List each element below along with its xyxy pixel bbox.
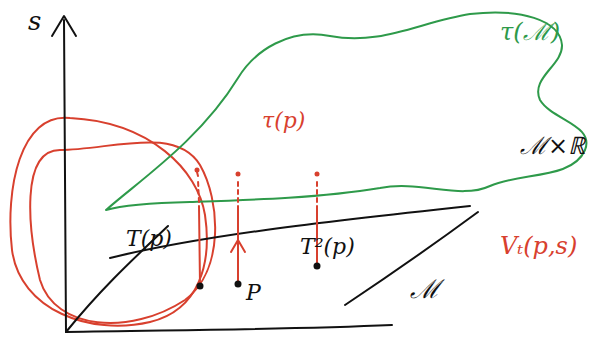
s-axis: [64, 20, 66, 332]
axis-label: s: [28, 8, 41, 34]
section-surface: [106, 12, 586, 210]
fibre-arrow: [231, 240, 245, 252]
fibre-line: [316, 178, 318, 202]
fibre-line: [199, 206, 200, 284]
manifold-label: ℳ: [410, 276, 440, 302]
point-dot: [235, 281, 242, 288]
fibre-line: [237, 178, 239, 202]
space-label: ℳ×ℝ: [520, 134, 585, 158]
axis-arrow: [52, 16, 76, 36]
point-dot: [314, 263, 321, 270]
neighbourhood-loop: [30, 142, 215, 323]
fibre-line: [198, 180, 199, 202]
point-label: T(p): [126, 228, 172, 250]
point-label: T²(p): [300, 236, 355, 258]
plane-edge: [110, 206, 470, 258]
base-edge: [66, 325, 392, 332]
fibre-dot: [195, 168, 200, 173]
neighbourhood-label: Vₜ(p,s): [500, 234, 577, 258]
point-dot: [197, 283, 204, 290]
plane-edge: [345, 212, 478, 305]
fibre-line: [197, 172, 198, 176]
fibre-dot: [315, 172, 320, 177]
fibre-line: [237, 206, 239, 282]
point-label: P: [246, 282, 261, 304]
point-label: τ(p): [262, 110, 305, 132]
fibre-dot: [236, 172, 241, 177]
surface-label: τ(ℳ): [500, 20, 560, 44]
